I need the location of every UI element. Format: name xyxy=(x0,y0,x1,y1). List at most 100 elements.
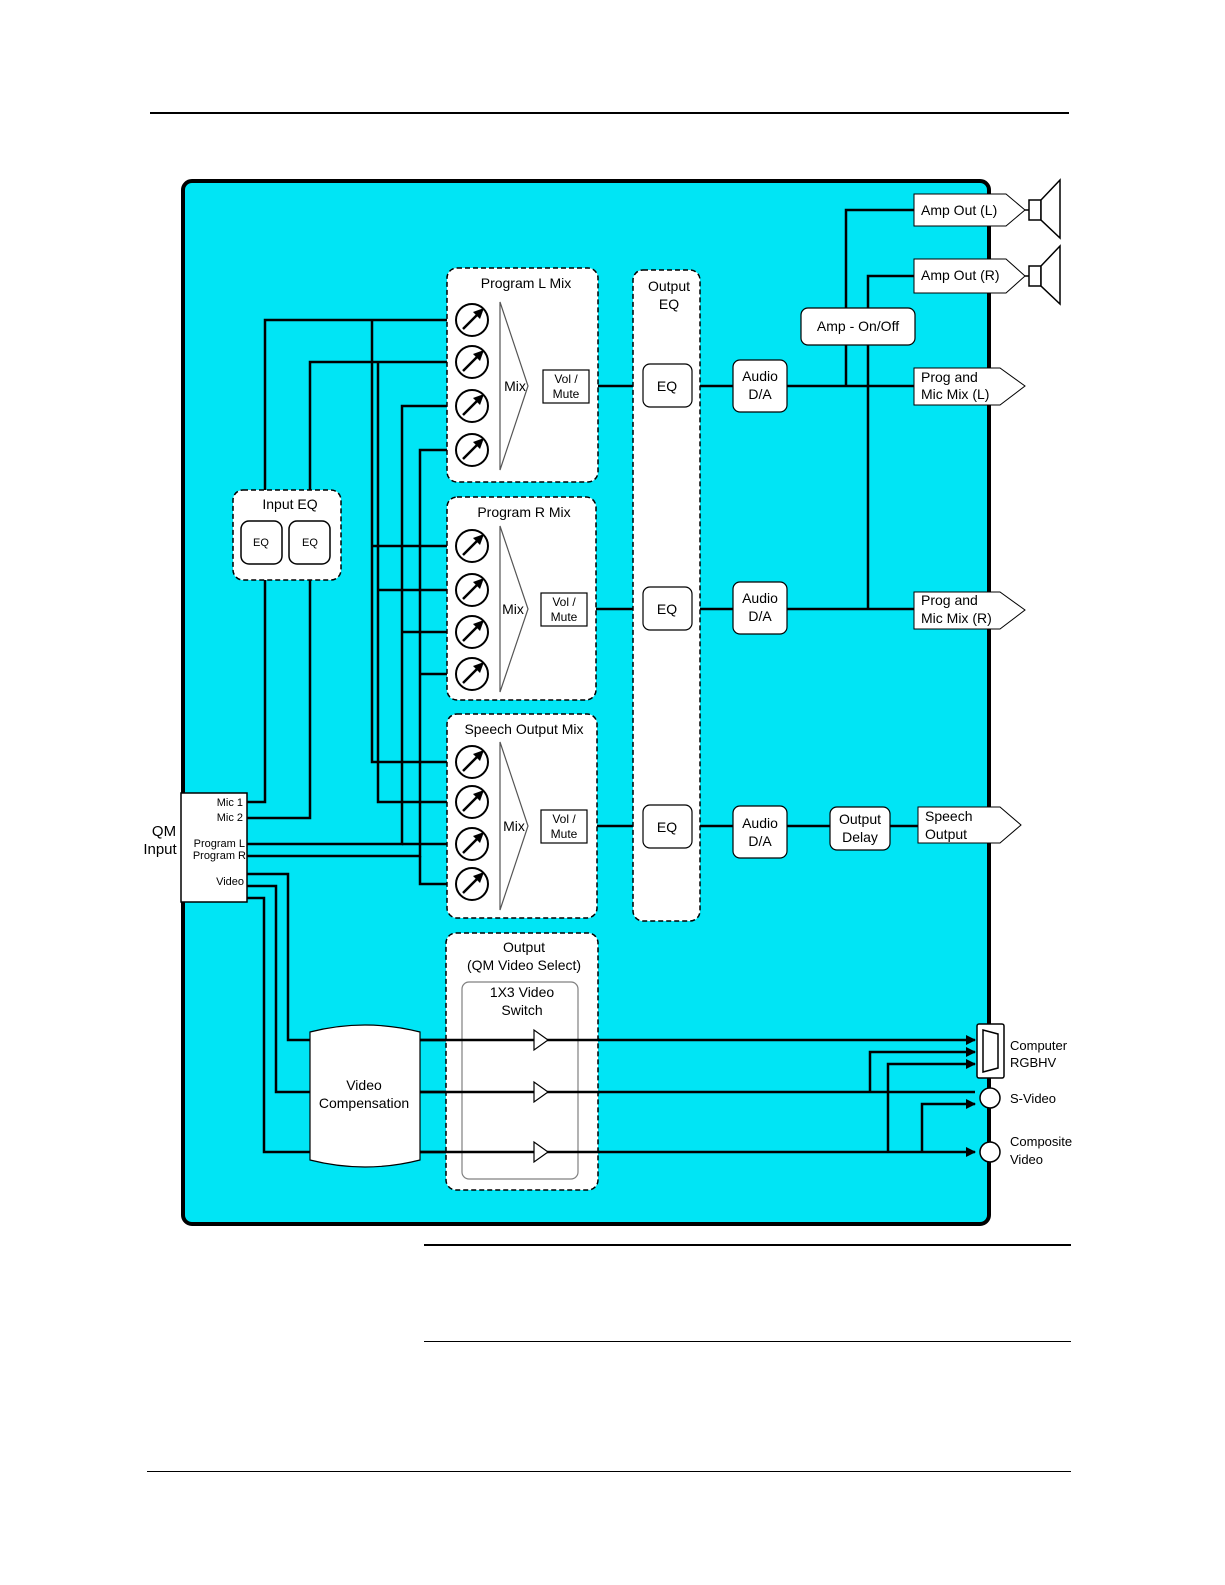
level-knobs xyxy=(455,303,489,901)
prog-mic-mix-r-label-2: Mic Mix (R) xyxy=(921,610,992,626)
video-input-label: Video xyxy=(216,876,244,888)
prog-mic-mix-r-label: Prog and xyxy=(921,592,978,608)
speech-output-connector: Speech Output xyxy=(917,806,1022,844)
video-output-title: Output xyxy=(503,939,545,955)
computer-rgbhv-label-2: RGBHV xyxy=(1010,1055,1057,1070)
input-eq-mic2 xyxy=(288,520,331,565)
amp-on-off-label: Amp - On/Off xyxy=(817,318,899,334)
video-switch-wires xyxy=(420,1038,600,1154)
mix-label: Mix xyxy=(503,818,525,834)
prog-mic-mix-l-label-2: Mic Mix (L) xyxy=(921,386,989,402)
audio-da-l-label: Audio xyxy=(742,368,778,384)
knob-icon xyxy=(455,345,489,379)
output-eq-block: Output EQ EQ EQ EQ xyxy=(632,269,701,922)
video-compensation-label: Video xyxy=(346,1077,382,1093)
audio-da-l: Audio D/A xyxy=(732,359,788,413)
input-eq-mic1 xyxy=(240,520,283,565)
audio-da-r-label-2: D/A xyxy=(748,608,772,624)
output-eq-r xyxy=(642,586,693,631)
knob-icon xyxy=(455,573,489,607)
knob-icon xyxy=(455,303,489,337)
knob-icon xyxy=(455,433,489,467)
vga-connector-icon xyxy=(976,1023,1005,1079)
computer-rgbhv-label: Computer xyxy=(1010,1038,1068,1053)
vol-mute-box xyxy=(540,592,588,627)
composite-video-label-2: Video xyxy=(1010,1152,1043,1167)
mix-triangle-icon xyxy=(499,525,529,693)
output-eq-r-label: EQ xyxy=(657,601,677,617)
audio-da-l-label-2: D/A xyxy=(748,386,772,402)
program-r-label: Program R xyxy=(193,850,246,862)
qm-input-connector-block xyxy=(180,792,248,903)
vol-mute-label: Vol / xyxy=(554,372,578,386)
prog-mic-mix-l-label: Prog and xyxy=(921,369,978,385)
amp-out-l-connector: Amp Out (L) xyxy=(913,193,1026,227)
mix-label: Mix xyxy=(504,378,526,394)
knob-icon xyxy=(455,745,489,779)
input-eq-mic1-label: EQ xyxy=(253,537,269,549)
qm-input-title: QM xyxy=(152,823,176,840)
audio-da-speech: Audio D/A xyxy=(732,805,788,859)
amp-out-r-connector: Amp Out (R) xyxy=(913,258,1026,294)
video-switch-block xyxy=(461,981,579,1180)
vol-mute-label-2: Mute xyxy=(553,387,580,401)
video-compensation-label-2: Compensation xyxy=(319,1095,409,1111)
vol-mute-label: Vol / xyxy=(552,595,576,609)
prog-mic-mix-l-connector: Prog and Mic Mix (L) xyxy=(913,367,1026,406)
speaker-icon xyxy=(1025,178,1061,240)
speech-output-label-2: Output xyxy=(925,826,967,842)
rca-jack-icon xyxy=(979,1141,1001,1163)
knob-icon xyxy=(455,615,489,649)
vol-mute-label-2: Mute xyxy=(551,610,578,624)
speech-output-label: Speech xyxy=(925,808,972,824)
audio-da-speech-label: Audio xyxy=(742,815,778,831)
output-delay-label: Output xyxy=(839,811,881,827)
top-rule xyxy=(150,112,1069,114)
video-compensation-block: Video Compensation xyxy=(309,1024,421,1168)
program-l-label: Program L xyxy=(194,838,245,850)
mic1-label: Mic 1 xyxy=(217,797,243,809)
qm-input-title-2: Input xyxy=(143,841,177,858)
footer-rule xyxy=(147,1471,1071,1472)
amp-out-r-label: Amp Out (R) xyxy=(921,267,1000,283)
video-switch-title: 1X3 Video xyxy=(490,984,555,1000)
svideo-label: S-Video xyxy=(1010,1091,1056,1106)
output-delay-block: Output Delay xyxy=(829,806,891,851)
qm-unit-panel xyxy=(181,179,991,1226)
knob-icon xyxy=(455,657,489,691)
output-eq-l-label: EQ xyxy=(657,378,677,394)
program-l-mix-title: Program L Mix xyxy=(481,275,572,291)
output-delay-label-2: Delay xyxy=(842,829,878,845)
vol-mute-box xyxy=(542,369,590,404)
output-eq-title: Output xyxy=(648,278,690,294)
video-switch-title-2: Switch xyxy=(501,1002,542,1018)
input-eq-block: Input EQ EQ EQ xyxy=(232,489,342,581)
input-eq-title: Input EQ xyxy=(262,496,317,512)
mix-triangle-icon xyxy=(499,741,529,911)
knob-icon xyxy=(455,529,489,563)
vol-mute-label: Vol / xyxy=(552,812,576,826)
mix-label: Mix xyxy=(502,601,524,617)
knob-icon xyxy=(455,867,489,901)
audio-da-r-label: Audio xyxy=(742,590,778,606)
speech-output-mix-title: Speech Output Mix xyxy=(464,721,583,737)
composite-video-label: Composite xyxy=(1010,1134,1072,1149)
output-eq-title-2: EQ xyxy=(659,296,679,312)
caption-rule-top xyxy=(424,1244,1071,1246)
audio-da-r: Audio D/A xyxy=(732,581,788,635)
amp-out-l-label: Amp Out (L) xyxy=(921,202,997,218)
audio-da-speech-label-2: D/A xyxy=(748,833,772,849)
input-eq-mic2-label: EQ xyxy=(302,537,318,549)
video-output-title-2: (QM Video Select) xyxy=(467,957,581,973)
knob-icon xyxy=(455,827,489,861)
buffer-triangle-icon xyxy=(533,1028,550,1164)
output-eq-l xyxy=(642,363,693,408)
mic2-label: Mic 2 xyxy=(217,812,243,824)
output-eq-speech-label: EQ xyxy=(657,819,677,835)
prog-mic-mix-r-connector: Prog and Mic Mix (R) xyxy=(913,591,1026,630)
knob-icon xyxy=(455,389,489,423)
knob-icon xyxy=(455,785,489,819)
mix-triangle-icon xyxy=(499,301,529,471)
vol-mute-box xyxy=(540,809,588,844)
